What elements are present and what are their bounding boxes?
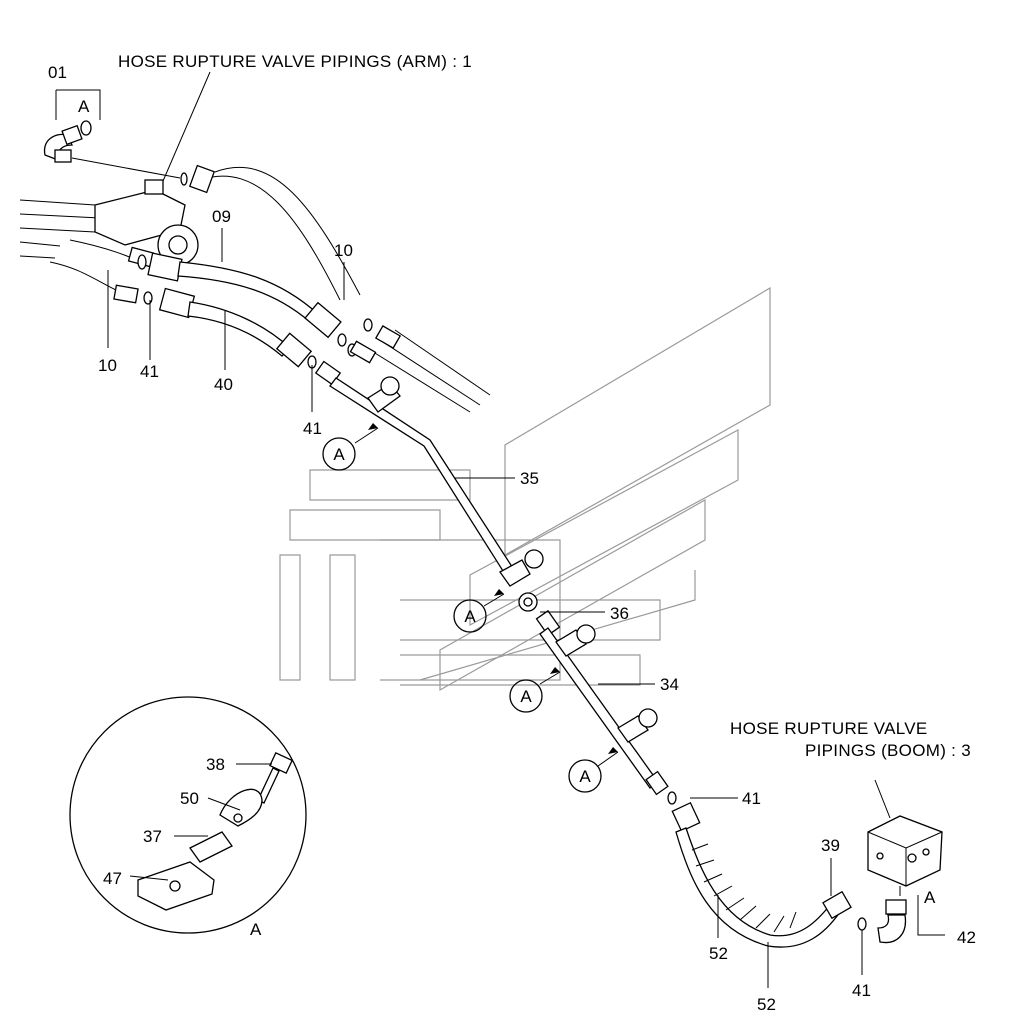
- elbow-fitting-42: [877, 899, 907, 944]
- callout-52a: 52: [709, 944, 728, 963]
- hose-52: [667, 791, 867, 948]
- arm-title: HOSE RUPTURE VALVE PIPINGS (ARM) : 1: [118, 52, 472, 71]
- callout-42: 42: [957, 928, 976, 947]
- callout-10b: 10: [98, 356, 117, 375]
- callout-09: 09: [212, 207, 231, 226]
- reference-a-detail: A: [250, 920, 262, 939]
- detail-view-a: [69, 696, 307, 934]
- pipe-34: [535, 609, 669, 796]
- detail-plate-37: [189, 831, 233, 863]
- callout-41b: 41: [303, 419, 322, 438]
- reference-a3-text: A: [520, 687, 532, 706]
- arm-title-leader: [159, 71, 211, 189]
- hose-40: [113, 284, 317, 369]
- boom-valve-block: [867, 815, 943, 896]
- callout-35: 35: [520, 469, 539, 488]
- callout-41c: 41: [742, 789, 761, 808]
- upper-right-fittings: [347, 318, 402, 364]
- reference-circle-a4: A: [568, 759, 602, 793]
- reference-a-top: A: [78, 97, 90, 116]
- callout-47: 47: [103, 869, 122, 888]
- callout-01: 01: [48, 63, 67, 82]
- detail-clamp-50: [219, 788, 263, 827]
- reference-a2-text: A: [464, 607, 476, 626]
- callout-41a: 41: [140, 362, 159, 381]
- callout-10a: 10: [334, 241, 353, 260]
- callout-36: 36: [610, 604, 629, 623]
- callout-39: 39: [821, 836, 840, 855]
- detail-base-47: [137, 861, 215, 911]
- watermark-logo: [279, 286, 771, 692]
- reference-circle-a1: A: [322, 437, 356, 471]
- bracket-01: [56, 89, 101, 120]
- arrow-heads: [368, 423, 618, 754]
- reference-a4-text: A: [579, 767, 591, 786]
- reference-a-boom: A: [924, 888, 936, 907]
- leader-lines: [107, 228, 863, 988]
- callout-38: 38: [206, 755, 225, 774]
- boom-title-line1: HOSE RUPTURE VALVE: [730, 719, 927, 738]
- pipe-35: [314, 360, 544, 612]
- boom-title-leader: [874, 779, 891, 819]
- callout-52b: 52: [757, 995, 776, 1014]
- boom-title-line2: PIPINGS (BOOM) : 3: [805, 741, 971, 760]
- hose-09: [127, 246, 347, 347]
- arm-valve-block: [94, 179, 199, 266]
- callout-50: 50: [180, 789, 199, 808]
- callout-37: 37: [143, 827, 162, 846]
- elbow-fitting-01: [43, 120, 216, 194]
- reference-a1-text: A: [333, 445, 345, 464]
- reference-circle-a2: A: [453, 599, 487, 633]
- bracket-42: [917, 895, 945, 936]
- reference-circle-a3: A: [509, 679, 543, 713]
- callout-41d: 41: [852, 981, 871, 1000]
- callout-40: 40: [214, 375, 233, 394]
- callout-34: 34: [660, 675, 679, 694]
- detail-bolt-38: [257, 751, 293, 804]
